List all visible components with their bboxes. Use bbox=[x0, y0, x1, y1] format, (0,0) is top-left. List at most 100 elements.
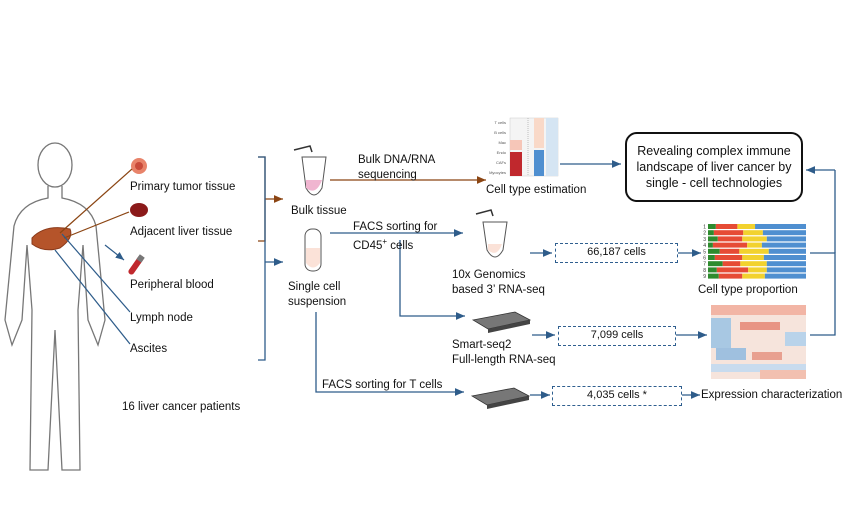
proportion-segment bbox=[755, 224, 806, 229]
result-box: Revealing complex immune landscape of li… bbox=[625, 132, 803, 202]
ascites-label: Ascites bbox=[130, 343, 168, 355]
proportion-row-label: 9 bbox=[703, 274, 706, 280]
proportion-segment bbox=[740, 261, 767, 267]
smart-seq-count-box: 7,099 cells bbox=[558, 326, 676, 346]
proportion-segment bbox=[708, 255, 715, 260]
proportion-segment bbox=[712, 242, 748, 248]
proportion-segment bbox=[768, 248, 806, 254]
proportion-segment bbox=[718, 273, 743, 279]
tcell-plate-icon bbox=[470, 387, 531, 409]
tenx-label-line1: 10x Genomics bbox=[452, 269, 526, 281]
proportion-segment bbox=[719, 248, 740, 254]
facs-cd45-suffix: cells bbox=[387, 239, 414, 252]
smart-seq-plate-icon bbox=[471, 311, 532, 333]
proportion-segment bbox=[763, 255, 806, 260]
result-line1: Revealing complex immune bbox=[637, 144, 791, 158]
proportion-segment bbox=[708, 273, 719, 279]
sample-bracket bbox=[258, 156, 283, 361]
proportion-segment bbox=[714, 255, 743, 260]
bulk-seq-label-line1: Bulk DNA/RNA bbox=[358, 154, 436, 166]
proportion-segment bbox=[708, 230, 714, 236]
tenx-label-line2: based 3’ RNA-seq bbox=[452, 284, 545, 296]
facs-cd45-marker: CD45 bbox=[353, 239, 383, 252]
estimation-row-label: Myocytes bbox=[489, 170, 506, 175]
proportion-row-label: 1 bbox=[703, 225, 706, 231]
proportion-segment bbox=[762, 230, 806, 236]
bulk-seq-label-line2: sequencing bbox=[358, 169, 417, 181]
adjacent-liver-label: Adjacent liver tissue bbox=[130, 226, 233, 238]
proportion-segment bbox=[764, 273, 806, 279]
estimation-row-label: T cells bbox=[495, 120, 506, 125]
adjacent-tissue-icon bbox=[130, 203, 148, 217]
proportion-segment bbox=[737, 224, 756, 229]
facs-tcell-label: FACS sorting for T cells bbox=[322, 379, 443, 391]
proportion-segment bbox=[739, 248, 769, 254]
cell-type-estimation-label: Cell type estimation bbox=[486, 184, 587, 196]
liver-icon bbox=[31, 227, 72, 251]
proportion-row-label: 5 bbox=[703, 249, 706, 255]
facs-cd45-label-line2: CD45+ cells bbox=[353, 235, 413, 253]
bulk-tube-icon bbox=[293, 145, 327, 196]
proportion-row-label: 6 bbox=[703, 256, 706, 262]
human-body-icon bbox=[4, 142, 106, 471]
proportion-row-label: 3 bbox=[703, 237, 706, 243]
proportion-segment bbox=[708, 248, 720, 254]
expression-characterization-label: Expression characterization bbox=[701, 389, 843, 401]
primary-tumor-label: Primary tumor tissue bbox=[130, 181, 236, 193]
smart-seq-label-line2: Full-length RNA-seq bbox=[452, 354, 556, 366]
proportion-segment bbox=[761, 242, 806, 248]
single-cell-tube-icon bbox=[304, 228, 322, 272]
facs-cd45-label-line1: FACS sorting for bbox=[353, 221, 438, 233]
estimation-row-label: Mac bbox=[498, 140, 506, 145]
sample-connector-lines bbox=[54, 168, 133, 345]
proportion-segment bbox=[715, 224, 738, 229]
proportion-segment bbox=[747, 242, 762, 248]
single-cell-label-line1: Single cell bbox=[288, 281, 341, 293]
proportion-segment bbox=[766, 236, 806, 242]
proportion-segment bbox=[766, 261, 806, 267]
proportion-row-label: 2 bbox=[703, 231, 706, 237]
proportion-row-label: 7 bbox=[703, 262, 706, 268]
proportion-segment bbox=[717, 236, 743, 242]
proportion-segment bbox=[742, 236, 767, 242]
facs-cd45-superscript: + bbox=[382, 237, 388, 246]
lymph-node-label: Lymph node bbox=[130, 312, 193, 324]
tenx-count-box: 66,187 cells bbox=[555, 243, 678, 263]
result-line2: landscape of liver cancer by bbox=[636, 160, 792, 174]
proportion-segment bbox=[708, 267, 717, 273]
tissue-bracket bbox=[258, 156, 283, 242]
single-cell-arrows bbox=[315, 166, 836, 399]
proportion-segment bbox=[708, 224, 716, 229]
estimation-row-label: B cells bbox=[494, 130, 506, 135]
estimation-row-label: CAFs bbox=[496, 160, 506, 165]
proportion-segment bbox=[743, 230, 763, 236]
proportion-segment bbox=[722, 261, 741, 267]
proportion-segment bbox=[716, 267, 749, 273]
proportion-segment bbox=[766, 267, 806, 273]
estimation-row-label: Endo bbox=[497, 150, 507, 155]
peripheral-blood-label: Peripheral blood bbox=[130, 279, 214, 291]
proportion-segment bbox=[708, 236, 718, 242]
proportion-segment bbox=[708, 261, 723, 267]
tenx-tube-icon bbox=[475, 209, 508, 258]
proportion-row-label: 8 bbox=[703, 268, 706, 274]
proportion-segment bbox=[742, 273, 765, 279]
expression-heatmap bbox=[711, 305, 806, 379]
tcell-count-box: 4,035 cells * bbox=[552, 386, 682, 406]
smart-seq-label-line1: Smart-seq2 bbox=[452, 339, 512, 351]
cell-type-estimation-heatmap: T cells B cells Mac Endo CAFs Myocytes bbox=[489, 117, 559, 177]
blood-tube-icon bbox=[128, 254, 145, 275]
single-cell-label-line2: suspension bbox=[288, 296, 347, 308]
patients-label: 16 liver cancer patients bbox=[122, 401, 241, 413]
proportion-row-label: 4 bbox=[703, 243, 706, 249]
tumor-tissue-icon bbox=[131, 158, 147, 174]
proportion-segment bbox=[742, 255, 764, 260]
proportion-segment bbox=[748, 267, 767, 273]
proportion-segment bbox=[708, 242, 713, 248]
result-line3: single - cell technologies bbox=[645, 176, 783, 190]
bulk-tissue-label: Bulk tissue bbox=[291, 205, 347, 217]
proportion-segment bbox=[713, 230, 744, 236]
cell-type-proportion-label: Cell type proportion bbox=[698, 284, 798, 296]
